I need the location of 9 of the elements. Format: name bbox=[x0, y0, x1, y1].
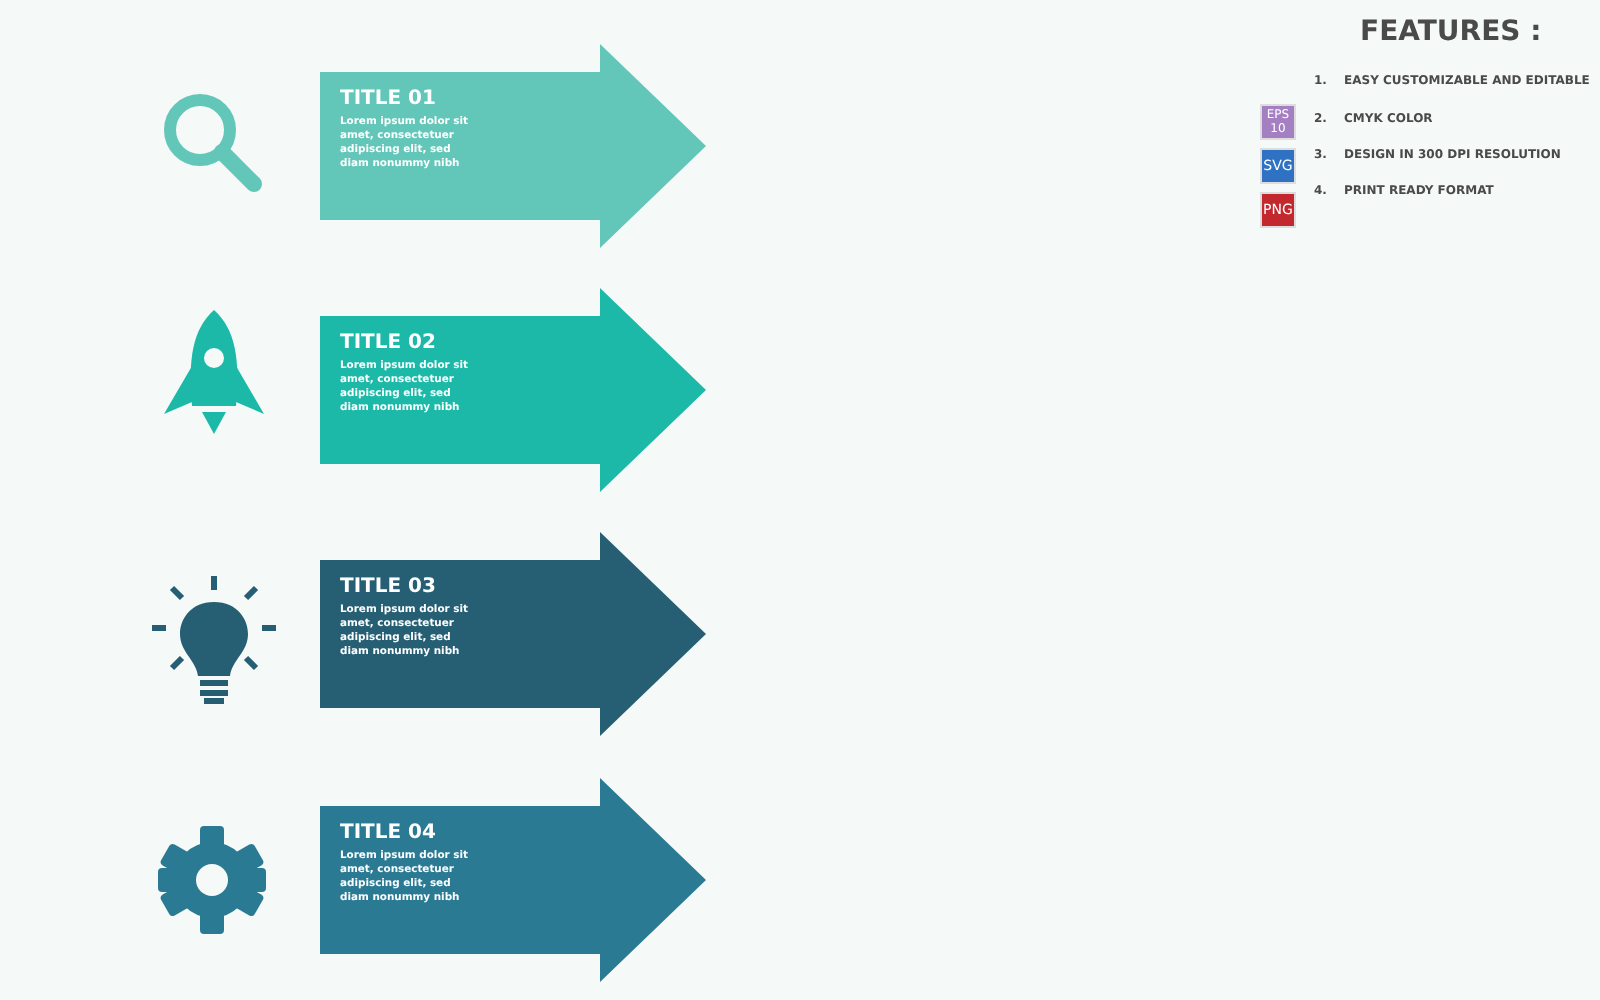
arrow-box bbox=[316, 44, 708, 248]
arrow-box bbox=[316, 288, 708, 492]
arrow-box bbox=[316, 778, 708, 982]
arrow-title: TITLE 02 bbox=[340, 332, 436, 354]
features-heading: FEATURES : bbox=[1360, 16, 1542, 48]
arrow-title: TITLE 03 bbox=[340, 576, 436, 598]
arrow-title: TITLE 04 bbox=[340, 822, 436, 844]
arrow-title: TITLE 01 bbox=[340, 88, 436, 110]
arrow-box bbox=[316, 532, 708, 736]
